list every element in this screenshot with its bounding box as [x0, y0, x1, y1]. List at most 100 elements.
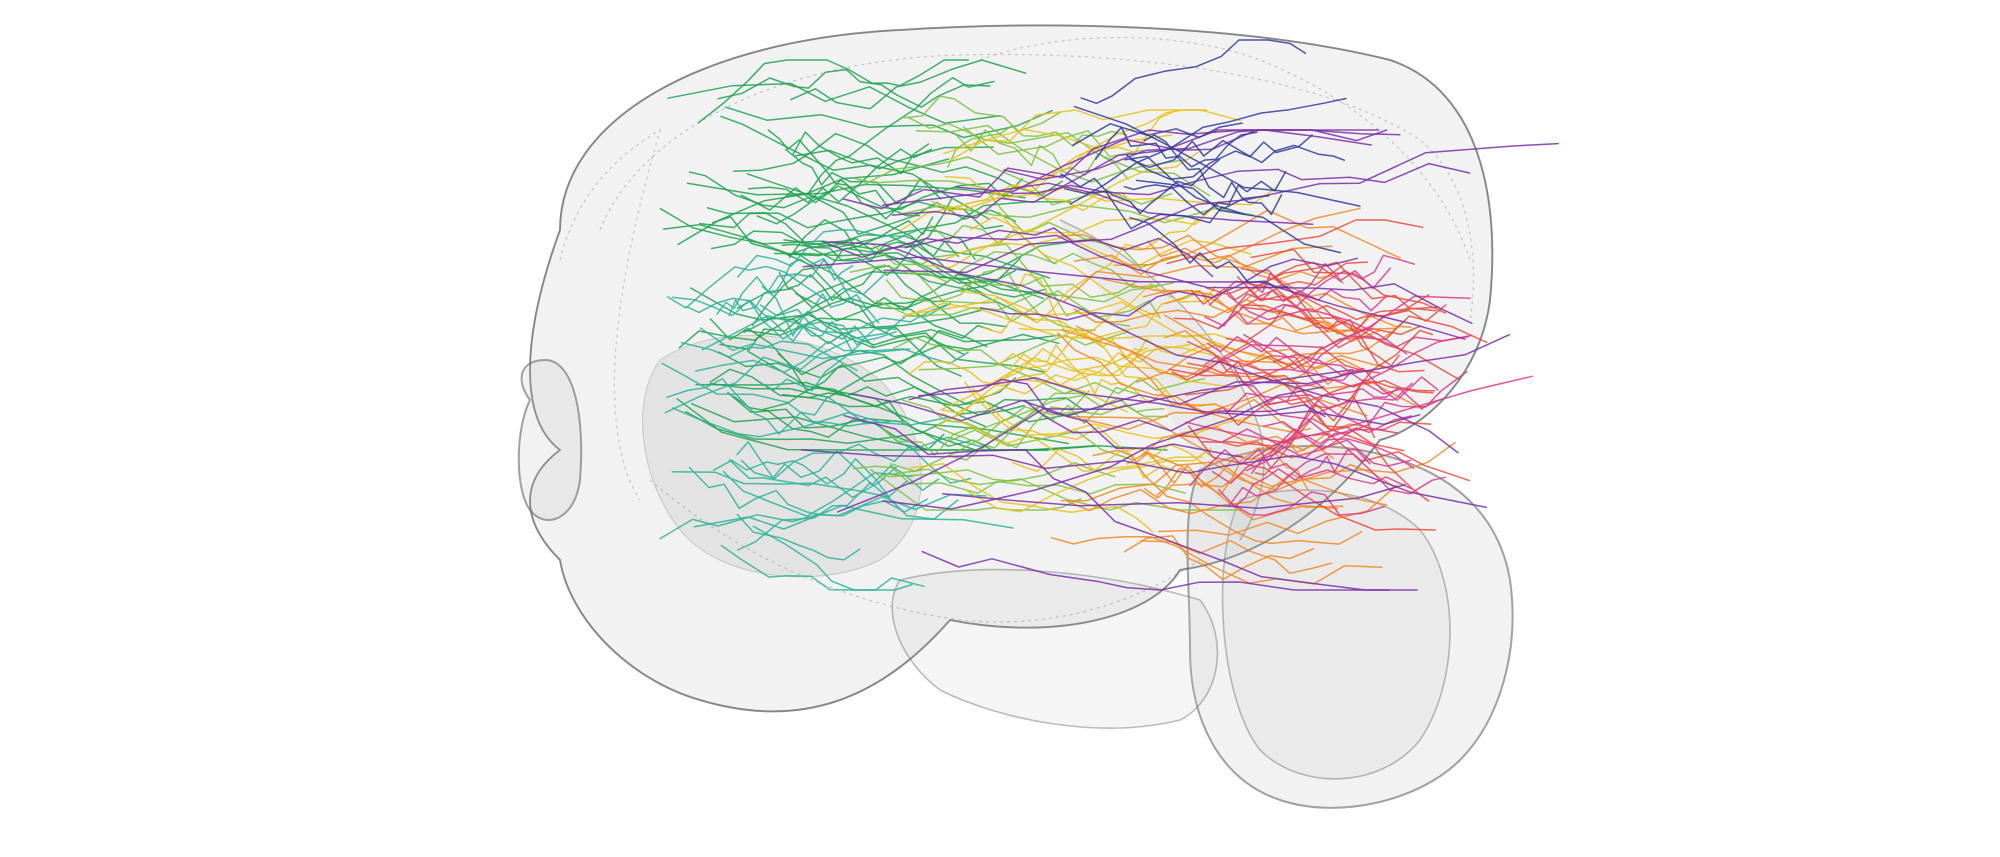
- tract: [969, 201, 1221, 234]
- tract: [667, 82, 1001, 124]
- tract: [785, 148, 942, 205]
- tract: [883, 386, 1141, 456]
- tract: [1123, 170, 1287, 216]
- tract: [1129, 216, 1289, 289]
- tract: [1060, 158, 1221, 214]
- tract: [1003, 129, 1372, 181]
- tract: [761, 285, 880, 337]
- tract: [699, 327, 911, 360]
- tract: [1245, 382, 1413, 472]
- tract: [1050, 535, 1383, 585]
- tract: [710, 230, 1047, 298]
- cerebellum-inner-lobe: [1221, 489, 1451, 780]
- tract: [949, 109, 1242, 161]
- tract: [1142, 289, 1355, 332]
- tract: [790, 59, 1027, 110]
- tract: [918, 331, 1129, 371]
- tract: [904, 234, 1473, 325]
- tract: [852, 177, 1181, 269]
- tract: [1017, 343, 1191, 386]
- midbrain-dense-region: [642, 334, 922, 578]
- tract: [659, 207, 1051, 279]
- tract: [720, 544, 913, 591]
- tract: [762, 324, 992, 411]
- cerebellum: [1186, 445, 1514, 809]
- tract: [1095, 126, 1258, 168]
- tract-group-yellow: [900, 109, 1284, 533]
- tract: [736, 229, 920, 278]
- tract: [1140, 423, 1371, 457]
- frontal-lobe-fold: [559, 128, 662, 501]
- tract: [800, 449, 1488, 509]
- tract: [923, 152, 1199, 269]
- tract: [1143, 134, 1283, 216]
- tract: [706, 207, 986, 296]
- tract: [666, 378, 891, 435]
- tract: [887, 461, 1116, 482]
- tract: [1185, 375, 1533, 443]
- outer-shell-outline: [529, 24, 1494, 713]
- tract: [918, 378, 1244, 458]
- tract: [1201, 428, 1415, 469]
- tract: [842, 129, 1380, 210]
- tract: [688, 466, 928, 517]
- tract: [964, 381, 1180, 479]
- tract: [717, 68, 991, 108]
- tract: [1240, 267, 1400, 367]
- tract: [740, 178, 1024, 211]
- tract: [1239, 294, 1437, 333]
- tract: [843, 414, 1418, 591]
- tract: [722, 470, 913, 517]
- tract: [732, 132, 1063, 196]
- tract: [921, 550, 1390, 591]
- tract: [948, 429, 1133, 461]
- tract: [979, 257, 1359, 321]
- brain-shell-overlay: [529, 24, 1494, 713]
- tract: [971, 387, 1203, 473]
- tract: [849, 251, 1057, 283]
- tract: [688, 171, 1016, 235]
- tract: [671, 296, 897, 346]
- tract: [1124, 155, 1270, 210]
- tract-group-red: [1166, 219, 1488, 531]
- tract: [1254, 379, 1436, 476]
- tract: [1156, 438, 1334, 496]
- tract: [1063, 245, 1333, 303]
- tract: [759, 330, 897, 392]
- tract: [965, 447, 1212, 513]
- tract-group-magenta: [1185, 254, 1533, 517]
- tract: [1230, 491, 1386, 517]
- tract: [1158, 484, 1398, 536]
- tract: [954, 129, 1388, 193]
- tract: [697, 59, 969, 124]
- tract: [773, 251, 1044, 300]
- tract-group-indigo: [1060, 39, 1361, 289]
- tract: [712, 458, 908, 498]
- tract: [756, 179, 921, 225]
- tract: [822, 227, 1214, 278]
- tract: [881, 182, 1314, 225]
- tract: [1064, 188, 1245, 230]
- tract: [747, 148, 933, 204]
- tract: [908, 297, 1215, 406]
- tract: [728, 459, 897, 499]
- tract: [955, 129, 1129, 180]
- tract: [743, 238, 1095, 334]
- tract: [1224, 334, 1472, 388]
- tract: [1010, 162, 1471, 196]
- tract: [1227, 294, 1408, 355]
- tract: [1069, 97, 1347, 205]
- tract: [1187, 425, 1436, 531]
- tract: [1066, 415, 1344, 509]
- ventral-temporal: [649, 479, 1201, 623]
- tract: [962, 126, 1144, 158]
- tract: [1242, 333, 1469, 374]
- tract: [1011, 443, 1212, 473]
- tract: [1163, 314, 1424, 411]
- tract: [716, 258, 857, 315]
- tract: [836, 369, 1354, 513]
- tract: [1228, 453, 1446, 507]
- tract: [942, 483, 1406, 510]
- tract: [662, 223, 1036, 321]
